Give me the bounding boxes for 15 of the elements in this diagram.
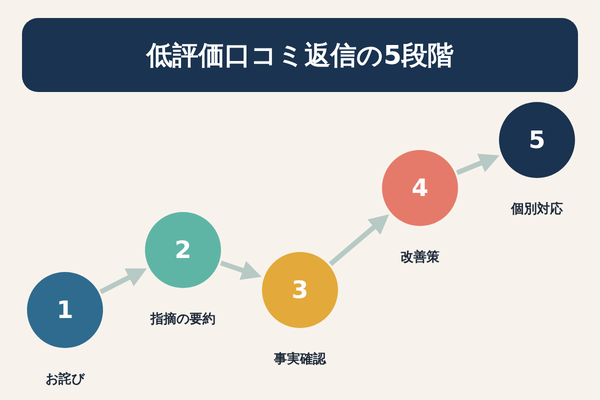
step-circle: 4 <box>382 150 458 226</box>
arrow <box>456 154 500 176</box>
title-banner: 低評価口コミ返信の5段階 <box>22 18 578 92</box>
arrow <box>100 268 147 294</box>
step-label: 改善策 <box>400 248 440 266</box>
step-label: 指摘の要約 <box>150 310 216 328</box>
step-circle: 1 <box>27 272 103 348</box>
arrow <box>328 214 390 266</box>
step-label: 事実確認 <box>274 350 326 368</box>
arrow <box>220 260 262 280</box>
step-circle: 2 <box>145 212 221 288</box>
step-circle: 5 <box>499 102 575 178</box>
step-circle: 3 <box>262 252 338 328</box>
step-label: お詫び <box>46 370 84 388</box>
step-label: 個別対応 <box>511 200 563 218</box>
